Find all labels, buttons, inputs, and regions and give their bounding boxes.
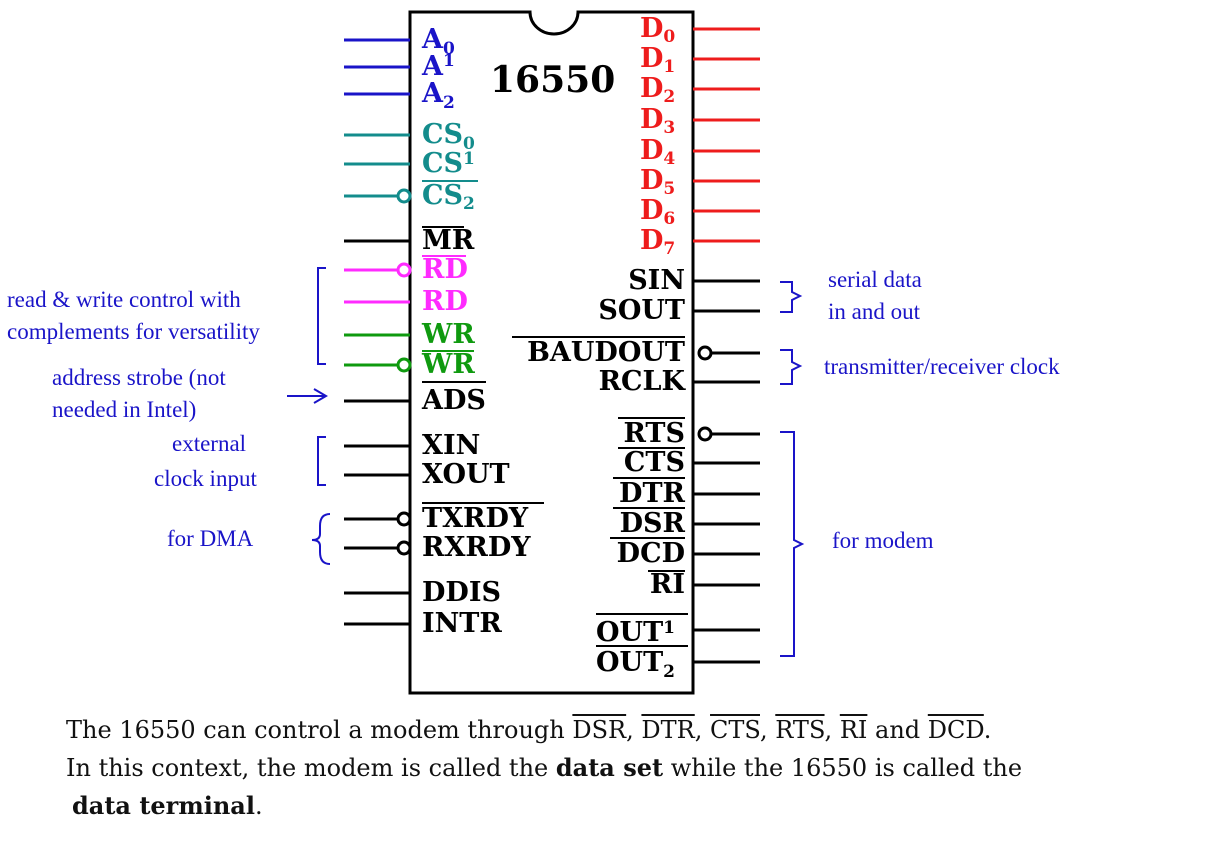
note-ads-line2: needed in Intel) — [52, 397, 196, 422]
pin-label-d4: D4 — [640, 135, 675, 169]
left-pin-leads — [344, 38, 410, 626]
pin-label-baudout: BAUDOUT — [527, 337, 685, 368]
signal-rts: RTS — [775, 716, 825, 744]
signal-cts: CTS — [710, 716, 760, 744]
caption-comma: , — [824, 716, 833, 744]
signal-dcd: DCD — [927, 716, 984, 744]
pin-label-xin: XIN — [422, 430, 480, 461]
pin-label-d3: D3 — [640, 104, 675, 138]
pin-label-wr-n: WR — [421, 349, 475, 380]
right-annotations: serial data in and out transmitter/recei… — [780, 267, 1060, 657]
note-serial-line1: serial data — [828, 267, 922, 292]
chip-title: 16550 — [490, 59, 615, 101]
pin-label-ddis: DDIS — [422, 577, 501, 608]
pin-label-rd-n: RD — [422, 254, 468, 285]
caption-text: while the 16550 is called the — [670, 754, 1023, 782]
pin-label-d7: D7 — [640, 225, 675, 259]
caption-comma: , — [626, 716, 634, 744]
pin-label-txrdy: TXRDY — [422, 503, 529, 534]
pin-label-d5: D5 — [640, 165, 675, 199]
pin-label-rd: RD — [422, 286, 468, 317]
pin-label-ads: ADS — [421, 385, 486, 416]
pin-label-dsr: DSR — [620, 508, 686, 539]
caption-period: . — [983, 716, 992, 744]
pin-label-a1: A1 — [421, 51, 455, 82]
left-pin-labels: A0 A1 A2 CS0 CS1 CS2 MR RD RD WR WR ADS … — [421, 24, 544, 639]
pin-label-a0: A0 — [421, 24, 455, 59]
right-pin-labels: D0 D1 D2 D3 D4 D5 D6 D7 SIN SOUT BAUDOUT… — [512, 13, 688, 682]
signal-dsr: DSR — [572, 716, 627, 744]
caption-text: and — [875, 716, 921, 744]
caption: The 16550 can control a modem through DS… — [66, 712, 1201, 825]
pin-label-rts: RTS — [623, 418, 685, 449]
pin-label-d2: D2 — [640, 73, 675, 107]
caption-line-1: The 16550 can control a modem through DS… — [66, 712, 1201, 749]
pin-label-mr: MR — [422, 225, 475, 256]
bubble-wr-n — [396, 357, 412, 373]
pin-label-cs1: CS1 — [422, 148, 475, 179]
note-ads-line1: address strobe (not — [52, 365, 226, 390]
left-annotations: read & write control with complements fo… — [7, 267, 331, 565]
term-data-set: data set — [555, 753, 664, 782]
pin-label-ri: RI — [650, 569, 685, 600]
pin-label-cs0: CS0 — [422, 119, 475, 154]
signal-dtr: DTR — [641, 716, 695, 744]
pin-label-dcd: DCD — [617, 538, 685, 569]
pin-label-d6: D6 — [640, 195, 675, 229]
uart-16550-pin-diagram: 16550 A0 A1 A2 CS0 CS1 CS2 MR RD RD WR W… — [7, 10, 1060, 695]
pin-label-sin: SIN — [628, 265, 685, 296]
pin-label-intr: INTR — [422, 608, 502, 639]
note-serial-line2: in and out — [828, 299, 921, 324]
note-clk-line1: external — [172, 431, 246, 456]
bubble-rd-n — [396, 262, 412, 278]
pin-label-d1: D1 — [640, 43, 675, 77]
caption-line-2: In this context, the modem is called the… — [66, 749, 1201, 787]
brace-dma — [311, 513, 331, 565]
note-dma: for DMA — [167, 526, 254, 551]
pin-label-d0: D0 — [640, 13, 675, 47]
pin-label-dtr: DTR — [619, 478, 686, 509]
caption-comma: , — [760, 716, 768, 744]
pin-label-xout: XOUT — [422, 459, 510, 490]
caption-comma: , — [694, 716, 703, 744]
signal-ri: RI — [839, 716, 868, 744]
note-modem: for modem — [832, 528, 934, 553]
pin-label-rclk: RCLK — [599, 366, 687, 397]
brace-txrx-clock — [780, 349, 803, 385]
pin-label-out1: OUT1 — [596, 617, 675, 648]
chip-body — [408, 10, 695, 695]
brace-serial — [780, 281, 803, 313]
note-clk-line2: clock input — [154, 466, 257, 491]
term-data-terminal: data terminal — [72, 791, 255, 820]
caption-line-3: data terminal. — [66, 787, 1201, 825]
pin-label-cts: CTS — [624, 447, 685, 478]
pin-label-wr: WR — [421, 319, 475, 350]
arrow-ads-head — [313, 388, 328, 404]
left-inversion-bubbles — [396, 188, 412, 556]
note-rw-line1: read & write control with — [7, 287, 241, 312]
pin-label-out2: OUT2 — [596, 647, 675, 682]
bracket-rw — [317, 267, 326, 365]
bubble-txrdy — [396, 511, 412, 527]
caption-period: . — [254, 792, 263, 820]
pin-label-sout: SOUT — [598, 295, 685, 326]
bubble-rts — [697, 426, 713, 442]
bubble-cs2 — [396, 188, 412, 204]
pin-label-cs2: CS2 — [422, 180, 475, 214]
note-rw-line2: complements for versatility — [7, 319, 260, 344]
bubble-rxrdy — [396, 540, 412, 556]
right-pin-leads — [693, 27, 760, 664]
bubble-baudout — [697, 345, 713, 361]
bracket-clk — [317, 436, 326, 486]
brace-modem — [780, 431, 805, 657]
right-inversion-bubbles — [697, 345, 713, 442]
note-txrx-clock: transmitter/receiver clock — [824, 354, 1060, 379]
pin-label-a2: A2 — [421, 78, 455, 113]
pin-label-rxrdy: RXRDY — [422, 532, 531, 563]
caption-text: In this context, the modem is called the — [66, 754, 549, 782]
caption-text: The 16550 can control a modem through — [66, 716, 565, 744]
